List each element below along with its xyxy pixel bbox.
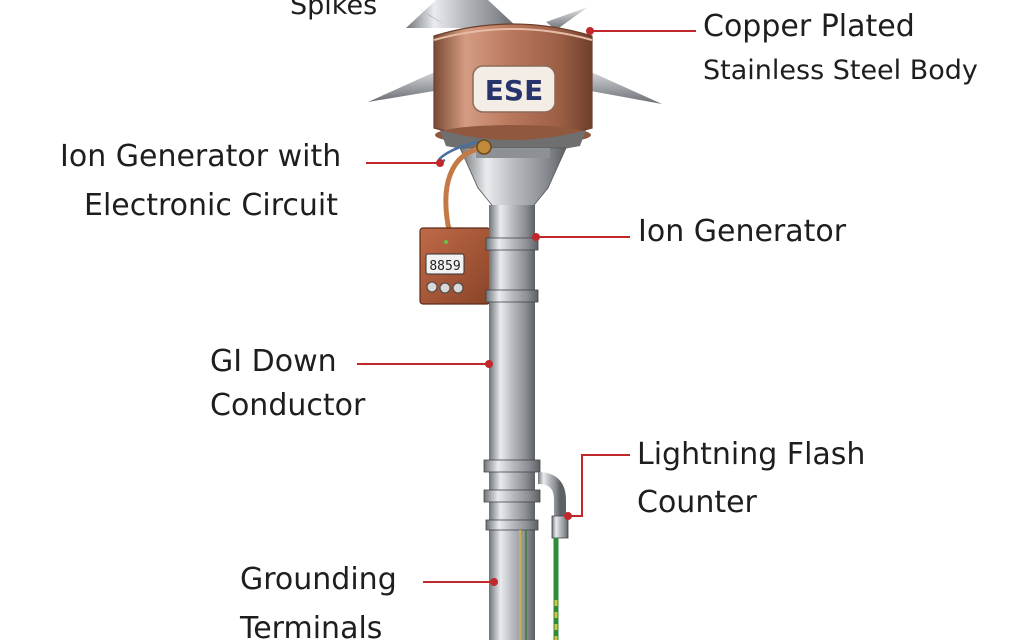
label-grounding: Grounding [240, 562, 397, 597]
top-spike-cone [406, 0, 518, 28]
label-counter: Counter [637, 485, 757, 520]
flash-counter-fitting [537, 472, 569, 640]
label-ion-generator: Ion Generator [638, 214, 847, 249]
ese-badge [472, 65, 556, 113]
label-spikes: Spikes [290, 0, 378, 21]
body-base-cone [459, 147, 567, 211]
label-lightning-flash: Lightning Flash [637, 437, 866, 472]
label-stainless-steel-body: Stainless Steel Body [703, 55, 978, 86]
ese-badge-text: ESE [485, 74, 543, 107]
label-copper-plated: Copper Plated [703, 9, 915, 44]
label-ion-generator-with: Ion Generator with [60, 139, 342, 174]
leader-lines [357, 27, 696, 586]
counter-display-text: 8859 [429, 259, 460, 274]
label-gi-down: GI Down [210, 344, 337, 379]
label-conductor: Conductor [210, 388, 366, 423]
down-conductor-pole [483, 205, 541, 640]
circuit-wire [437, 139, 492, 239]
circuit-box [419, 227, 491, 305]
label-electronic-circuit: Electronic Circuit [84, 188, 338, 223]
side-spikes [368, 6, 662, 104]
label-terminals: Terminals [240, 611, 383, 640]
